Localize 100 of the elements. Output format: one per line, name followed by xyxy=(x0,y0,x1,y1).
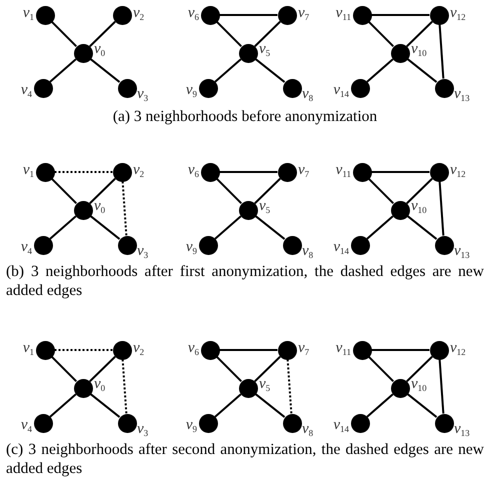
vertex-label: v$_{14}$ xyxy=(333,240,349,255)
vertex-dot xyxy=(200,6,220,24)
vertex-dot xyxy=(390,44,410,62)
edge-line xyxy=(366,58,394,82)
edge-line xyxy=(406,58,438,83)
vertex-label: v$_{13}$ xyxy=(454,244,470,259)
vertex-label: v$_{4}$ xyxy=(20,418,32,433)
vertex-dot xyxy=(36,162,54,182)
vertex-dot xyxy=(74,378,92,398)
vertex-dot xyxy=(282,236,302,254)
vertex-dot xyxy=(390,378,410,398)
vertex-dot xyxy=(198,236,218,254)
vertex-label: v$_{2}$ xyxy=(133,6,144,21)
vertex-label: v$_{6}$ xyxy=(188,341,199,356)
vertex-label: v$_{12}$ xyxy=(450,163,466,178)
vertex-label: v$_{10}$ xyxy=(411,199,427,214)
dashed-edge xyxy=(54,171,112,173)
edge-line xyxy=(214,216,242,240)
edge-line xyxy=(372,349,430,351)
vertex-dot xyxy=(112,162,132,182)
vertex-dot xyxy=(352,340,372,360)
vertex-label: v$_{8}$ xyxy=(302,87,314,102)
edge-line xyxy=(368,21,394,47)
vertex-dot xyxy=(74,200,92,220)
vertex-label: v$_{5}$ xyxy=(259,377,270,392)
vertex-dot xyxy=(36,340,54,360)
edge-line xyxy=(51,356,77,382)
edge-line xyxy=(368,178,394,204)
vertex-dot xyxy=(430,6,448,24)
vertex-dot xyxy=(278,162,296,182)
vertex-label: v$_{5}$ xyxy=(259,42,270,57)
edge-line xyxy=(216,178,242,204)
edge-line xyxy=(220,349,278,351)
vertex-dot xyxy=(278,6,296,24)
vertex-dot xyxy=(238,200,258,220)
vertex-dot xyxy=(238,378,258,398)
vertex-label: v$_{9}$ xyxy=(186,240,197,255)
edge-line xyxy=(51,21,77,47)
edge-line xyxy=(254,356,281,382)
edge-line xyxy=(254,393,286,418)
vertex-dot xyxy=(118,236,136,254)
vertex-label: v$_{10}$ xyxy=(411,42,427,57)
edge-line xyxy=(220,14,278,16)
vertex-dot xyxy=(434,414,454,432)
edge-line xyxy=(254,215,286,240)
vertex-dot xyxy=(282,78,302,98)
vertex-dot xyxy=(430,340,448,360)
vertex-dot xyxy=(390,200,410,220)
vertex-label: v$_{1}$ xyxy=(22,341,34,356)
edge-line xyxy=(254,20,281,48)
edge-line xyxy=(438,181,444,236)
edge-line xyxy=(89,356,116,382)
vertex-dot xyxy=(434,236,454,254)
edge-line xyxy=(89,178,116,204)
vertex-label: v$_{11}$ xyxy=(336,163,351,178)
edge-line xyxy=(51,178,77,204)
vertex-label: v$_{1}$ xyxy=(22,163,34,178)
vertex-dot xyxy=(36,6,54,24)
vertex-label: v$_{3}$ xyxy=(137,87,148,102)
vertex-dot xyxy=(278,340,296,360)
vertex-label: v$_{0}$ xyxy=(94,42,106,57)
vertex-label: v$_{5}$ xyxy=(259,199,270,214)
vertex-dot xyxy=(200,162,220,182)
edge-line xyxy=(214,58,242,82)
vertex-label: v$_{6}$ xyxy=(188,163,199,178)
edge-line xyxy=(406,215,438,240)
vertex-dot xyxy=(352,162,372,182)
vertex-label: v$_{14}$ xyxy=(333,83,349,98)
vertex-label: v$_{7}$ xyxy=(298,6,310,21)
vertex-dot xyxy=(74,44,92,62)
dashed-edge xyxy=(122,359,128,414)
edge-line xyxy=(216,356,242,382)
edge-line xyxy=(49,394,77,418)
edge-line xyxy=(438,359,444,414)
edge-line xyxy=(90,393,120,418)
edge-line xyxy=(406,356,433,382)
dashed-edge xyxy=(286,359,292,414)
edge-line xyxy=(220,171,278,173)
edge-line xyxy=(254,178,281,204)
vertex-label: v$_{4}$ xyxy=(20,83,32,98)
vertex-dot xyxy=(118,414,136,432)
edge-line xyxy=(89,20,116,48)
vertex-label: v$_{3}$ xyxy=(137,244,148,259)
vertex-dot xyxy=(34,414,52,432)
edge-line xyxy=(254,58,286,83)
vertex-label: v$_{1}$ xyxy=(22,6,34,21)
vertex-dot xyxy=(430,162,448,182)
vertex-label: v$_{12}$ xyxy=(450,341,466,356)
vertex-label: v$_{2}$ xyxy=(133,163,144,178)
vertex-label: v$_{13}$ xyxy=(454,87,470,102)
edge-line xyxy=(366,216,394,240)
vertex-dot xyxy=(34,78,52,98)
edge-line xyxy=(406,178,433,204)
edge-line xyxy=(49,58,77,82)
vertex-label: v$_{9}$ xyxy=(186,83,197,98)
vertex-label: v$_{14}$ xyxy=(333,418,349,433)
vertex-dot xyxy=(350,414,370,432)
vertex-label: v$_{13}$ xyxy=(454,422,470,437)
edge-line xyxy=(372,14,430,16)
edge-line xyxy=(49,216,77,240)
